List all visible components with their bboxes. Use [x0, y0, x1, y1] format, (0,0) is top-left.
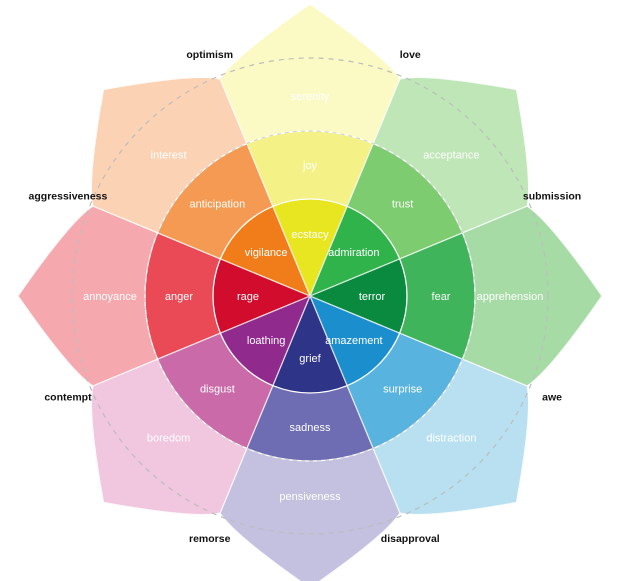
emotion-label-amazement: amazement — [325, 335, 382, 347]
emotion-label-anger: anger — [165, 291, 193, 303]
band-intense-trust — [310, 199, 407, 296]
emotion-labels-layer: ecstacy joy serenity admiration trust accepta… — [83, 91, 543, 503]
petal-trust — [310, 77, 529, 296]
dyad-labels-layer: love submission awe disapproval remorse conte… — [29, 49, 582, 545]
band-intense-anticipation — [213, 199, 310, 296]
emotion-label-apprehension: apprehension — [477, 291, 544, 303]
dyad-label-optimism: optimism — [186, 49, 233, 61]
emotion-label-annoyance: annoyance — [83, 291, 137, 303]
emotion-label-trust: trust — [392, 198, 413, 210]
petal-anticipation — [91, 77, 310, 296]
dashed-ring-inner — [144, 130, 476, 462]
emotion-label-anticipation: anticipation — [190, 198, 246, 210]
rings-layer — [71, 57, 549, 535]
emotion-label-rage: rage — [237, 291, 259, 303]
emotion-label-vigilance: vigilance — [245, 247, 288, 259]
dyad-label-aggressiveness: aggressiveness — [29, 191, 108, 203]
band-mild-surprise — [310, 296, 529, 515]
emotion-label-boredom: boredom — [147, 432, 190, 444]
emotion-label-serenity: serenity — [291, 91, 330, 103]
band-mild-trust — [310, 77, 529, 296]
dyad-label-love: love — [400, 49, 421, 61]
dashed-ring-outer — [71, 57, 549, 535]
band-ring-1 — [212, 198, 408, 394]
dyad-label-remorse: remorse — [189, 533, 231, 545]
band-basic-surprise — [310, 296, 475, 461]
band-basic-disgust — [145, 296, 310, 461]
petal-disgust — [91, 296, 310, 515]
emotion-label-disgust: disgust — [200, 384, 235, 396]
emotion-label-surprise: surprise — [383, 384, 422, 396]
dyad-label-submission: submission — [523, 191, 581, 203]
dyad-label-contempt: contempt — [44, 391, 92, 403]
dyad-label-awe: awe — [542, 391, 562, 403]
petal-surprise — [310, 296, 529, 515]
emotion-label-loathing: loathing — [247, 335, 286, 347]
band-mild-disgust — [91, 296, 310, 515]
emotion-label-grief: grief — [299, 353, 321, 365]
band-intense-disgust — [213, 296, 310, 393]
band-intense-surprise — [310, 296, 407, 393]
emotion-label-terror: terror — [359, 291, 386, 303]
emotion-label-sadness: sadness — [290, 422, 331, 434]
emotion-label-interest: interest — [151, 150, 187, 162]
emotion-label-acceptance: acceptance — [423, 150, 479, 162]
emotion-label-pensiveness: pensiveness — [279, 491, 341, 503]
band-basic-anticipation — [145, 131, 310, 296]
emotion-label-admiration: admiration — [328, 247, 379, 259]
band-basic-trust — [310, 131, 475, 296]
emotion-label-ecstacy: ecstacy — [291, 229, 329, 241]
emotion-label-distraction: distraction — [426, 432, 476, 444]
band-mild-anticipation — [91, 77, 310, 296]
emotion-label-joy: joy — [302, 160, 318, 172]
dyad-label-disapproval: disapproval — [381, 533, 440, 545]
emotion-label-fear: fear — [432, 291, 451, 303]
petals-layer — [18, 4, 602, 581]
